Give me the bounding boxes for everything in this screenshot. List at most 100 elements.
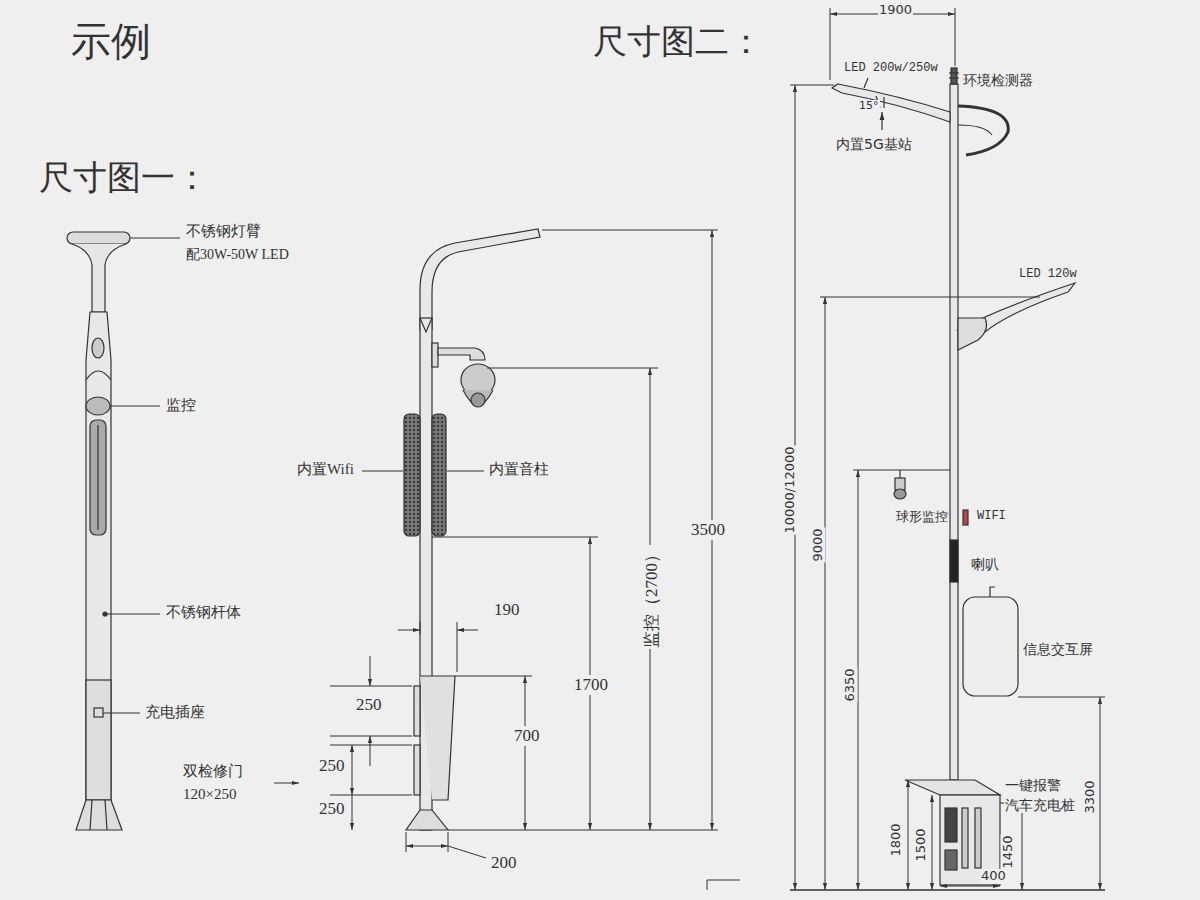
dimension-lines [406, 846, 448, 847]
dimension-lines [274, 783, 299, 784]
front-view-pole [86, 371, 111, 380]
part-label: 监控（2700） [642, 545, 662, 649]
smart-pole [945, 850, 957, 870]
dimension-value: 250 [318, 799, 346, 819]
dimension-value: 700 [513, 726, 541, 746]
smart-pole [950, 540, 958, 582]
dimension-lines [448, 832, 449, 852]
part-label: 双检修门 [182, 763, 244, 780]
front-view-pole [130, 237, 180, 238]
part-label: WIFI [976, 510, 1007, 524]
front-view-pole [86, 680, 111, 800]
smart-pole [945, 808, 957, 842]
front-view-pole [86, 312, 111, 800]
smart-pole [905, 780, 1000, 795]
dimension-lines [525, 676, 526, 830]
dimension-lines [1022, 803, 1023, 890]
smart-pole [949, 77, 959, 78]
dimension-lines [487, 368, 658, 369]
dimension-lines [820, 297, 1040, 298]
dimension-value: 190 [493, 600, 521, 620]
front-view-pole [86, 397, 110, 415]
side-view-pole [414, 745, 420, 795]
smart-pole [958, 106, 1008, 155]
side-view-pole [406, 810, 448, 830]
dimension-lines [542, 230, 718, 231]
side-view-pole [404, 414, 420, 536]
dimension-lines [940, 886, 1000, 887]
part-label: LED 200w/250w [843, 62, 939, 76]
dimension-lines [455, 676, 532, 677]
part-label: 信息交互屏 [1022, 641, 1094, 657]
dimension-lines [830, 8, 831, 80]
dimension-lines [853, 470, 900, 471]
front-view-pole [94, 708, 103, 717]
side-view-pole [414, 686, 420, 736]
part-label: 内置5G基站 [835, 136, 913, 152]
dimension-lines [330, 795, 412, 796]
front-view-pole [67, 232, 180, 830]
smart-pole [864, 78, 868, 88]
dimension-lines [330, 686, 412, 687]
part-label: 配30W-50W LED [185, 247, 290, 263]
smart-pole [899, 470, 900, 478]
dimension-lines [790, 85, 834, 86]
part-label: 一键报警 [1004, 777, 1062, 793]
dimension-value: 1800 [889, 822, 904, 857]
smart-pole [975, 808, 981, 868]
dimension-value: 9000 [811, 527, 826, 562]
part-label: 监控 [165, 397, 197, 414]
dimension-value: 200 [490, 853, 518, 873]
dimension-lines [1018, 697, 1105, 698]
part-label: 内置音柱 [488, 461, 550, 478]
front-view-pole [110, 405, 160, 406]
dimension-lines [457, 630, 478, 631]
dimension-lines [370, 736, 371, 766]
dimension-lines [908, 780, 909, 890]
dimension-lines [448, 830, 718, 831]
dimension-lines [448, 846, 486, 858]
smart-pole [951, 68, 957, 84]
part-label: LED 120w [1018, 268, 1078, 282]
smart-pole [962, 808, 968, 868]
dimension-lines [432, 537, 598, 538]
smart-pole [900, 469, 950, 470]
dimension-lines [955, 8, 956, 66]
dimension-lines [825, 297, 826, 890]
part-label: 内置Wifi [296, 461, 355, 478]
dimension-lines [370, 656, 371, 686]
dimension-lines [330, 745, 412, 746]
figure-heading: 尺寸图一： [38, 158, 210, 197]
side-view-pole [432, 343, 438, 367]
page-title: 示例 [70, 18, 152, 64]
dimension-value: 3300 [1083, 779, 1098, 814]
side-view-pole [420, 676, 455, 800]
smart-pole [963, 597, 1018, 696]
front-view-pole [76, 800, 122, 830]
dimension-value: 10000/12000 [783, 445, 798, 534]
smart-pole [963, 510, 968, 525]
front-view-pole [97, 425, 98, 530]
front-view-pole [105, 613, 160, 614]
smart-pole [883, 97, 884, 108]
dimension-lines [790, 889, 1105, 890]
side-view-pole [471, 393, 485, 407]
part-label: 环境检测器 [962, 72, 1034, 88]
dimension-value: 1450 [1001, 834, 1016, 869]
smart-pole [881, 112, 882, 130]
dimension-value: 1700 [573, 675, 609, 695]
side-view-pole [420, 318, 432, 332]
side-view-pole [362, 470, 403, 471]
part-label: 不锈钢杆体 [165, 604, 242, 621]
part-label: 不锈钢灯臂 [185, 223, 262, 240]
smart-pole [894, 489, 906, 499]
dimension-lines [398, 630, 420, 631]
side-view-pole [362, 229, 540, 830]
dimension-lines [858, 470, 859, 890]
dimension-value: 1900 [878, 3, 913, 18]
dimension-lines [707, 880, 740, 890]
dimension-value: 15° [858, 100, 880, 113]
part-label: 充电插座 [144, 704, 206, 721]
